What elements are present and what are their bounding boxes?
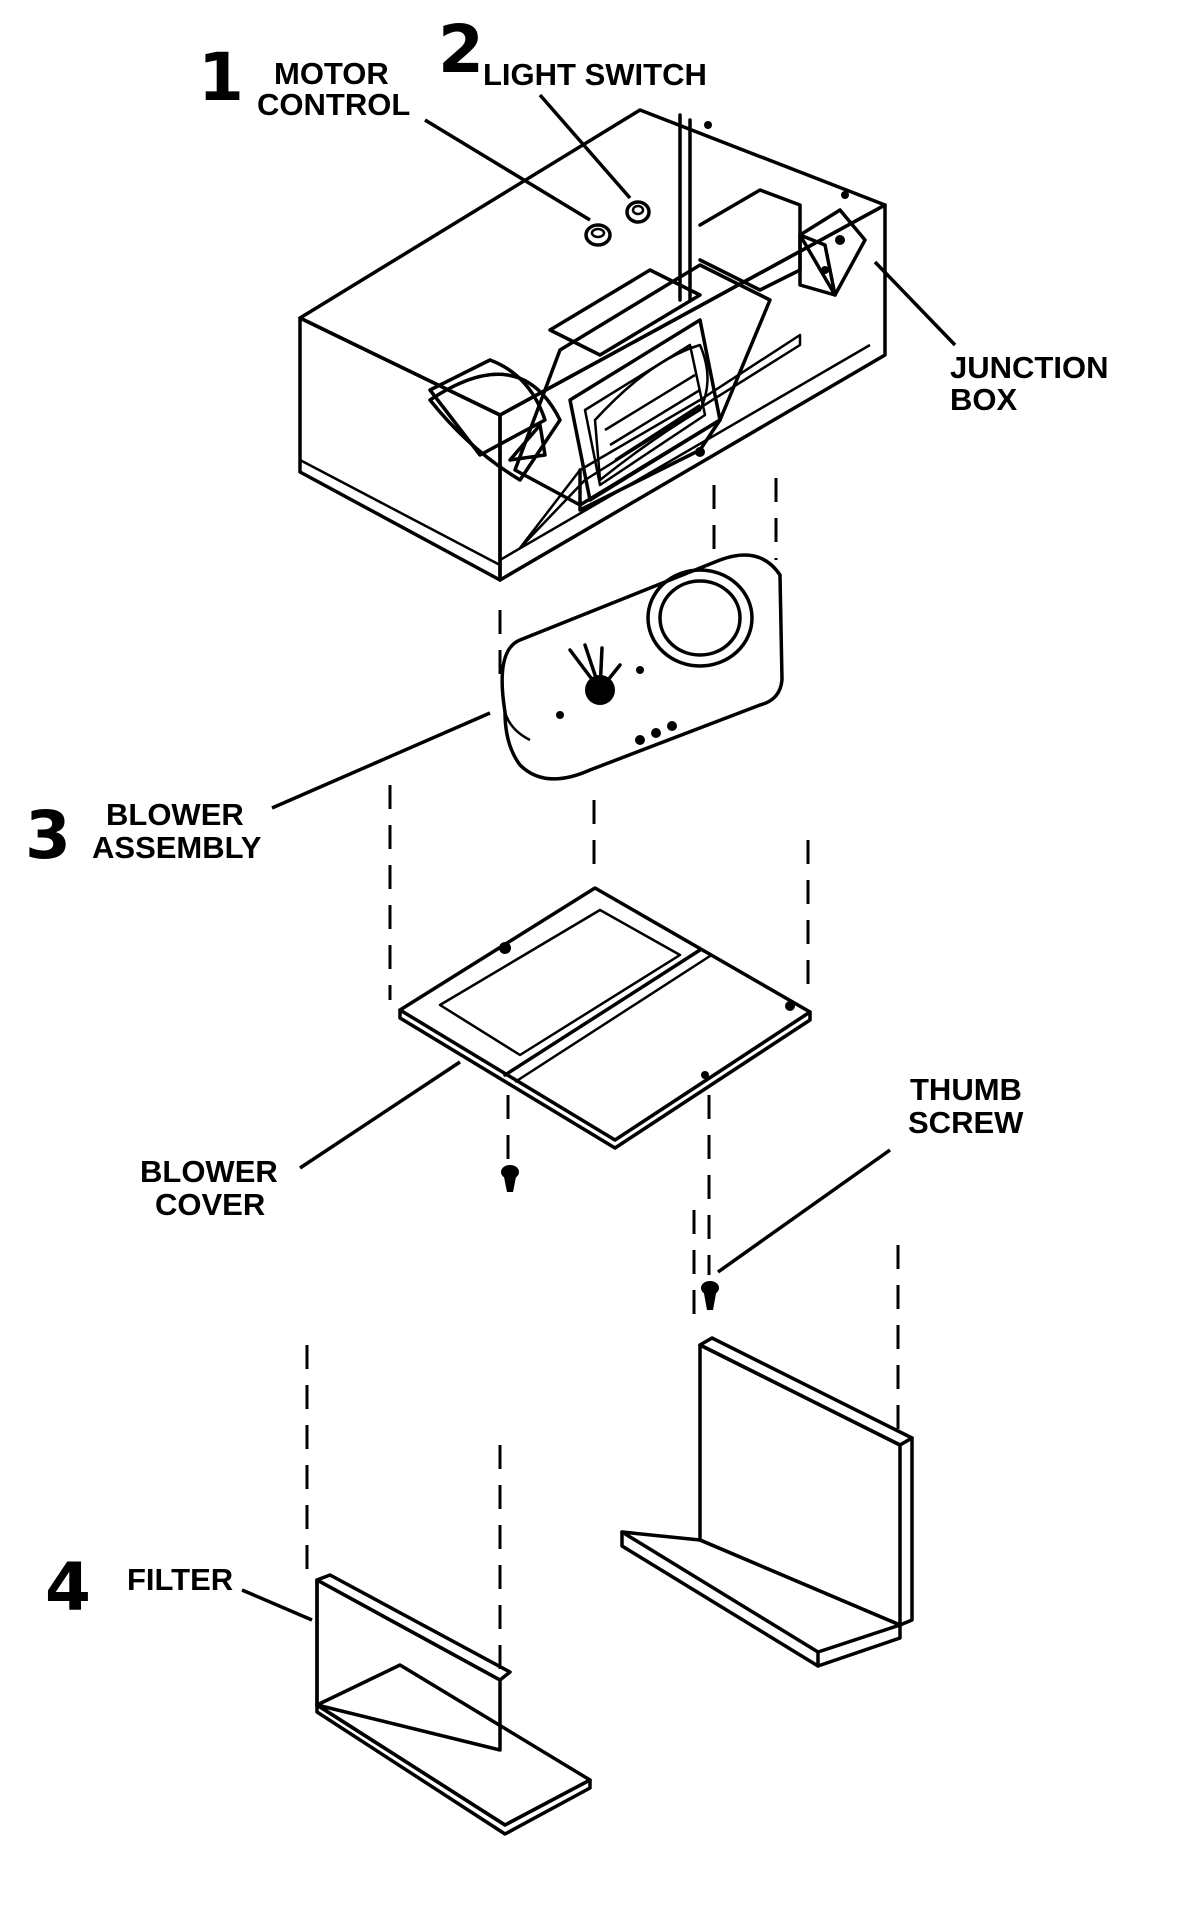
label-blower-cover-l2: COVER [155,1187,265,1222]
callout-number-1: 1 [198,39,244,116]
light-switch-knob [625,200,651,224]
thumb-screw [701,1281,719,1310]
label-blower-assembly-l1: BLOWER [106,797,244,832]
label-filter: FILTER [127,1562,233,1597]
blower-cover-screw [501,1165,519,1192]
label-light-switch: LIGHT SWITCH [483,57,707,92]
callout-number-3: 3 [25,797,71,874]
label-blower-assembly-l2: ASSEMBLY [92,830,262,865]
label-thumb-screw-l2: SCREW [908,1105,1024,1140]
filter-left [315,1573,592,1836]
callout-number-4: 4 [45,1549,91,1626]
label-thumb-screw-l1: THUMB [910,1072,1022,1107]
motor-control-knob [584,223,612,247]
label-motor-control-l2: CONTROL [257,87,410,122]
label-motor-control-l1: MOTOR [274,56,389,91]
hood-housing [298,108,887,582]
blower-assembly [500,553,784,781]
junction-box [798,208,867,297]
label-blower-cover-l1: BLOWER [140,1154,278,1189]
label-junction-box-l2: BOX [950,382,1018,417]
leader-lines [241,93,957,1622]
callout-number-2: 2 [438,11,484,88]
blower-cover [398,886,812,1150]
filter-right [620,1336,914,1668]
label-junction-box-l1: JUNCTION [950,350,1108,385]
alignment-lines [305,478,900,1680]
